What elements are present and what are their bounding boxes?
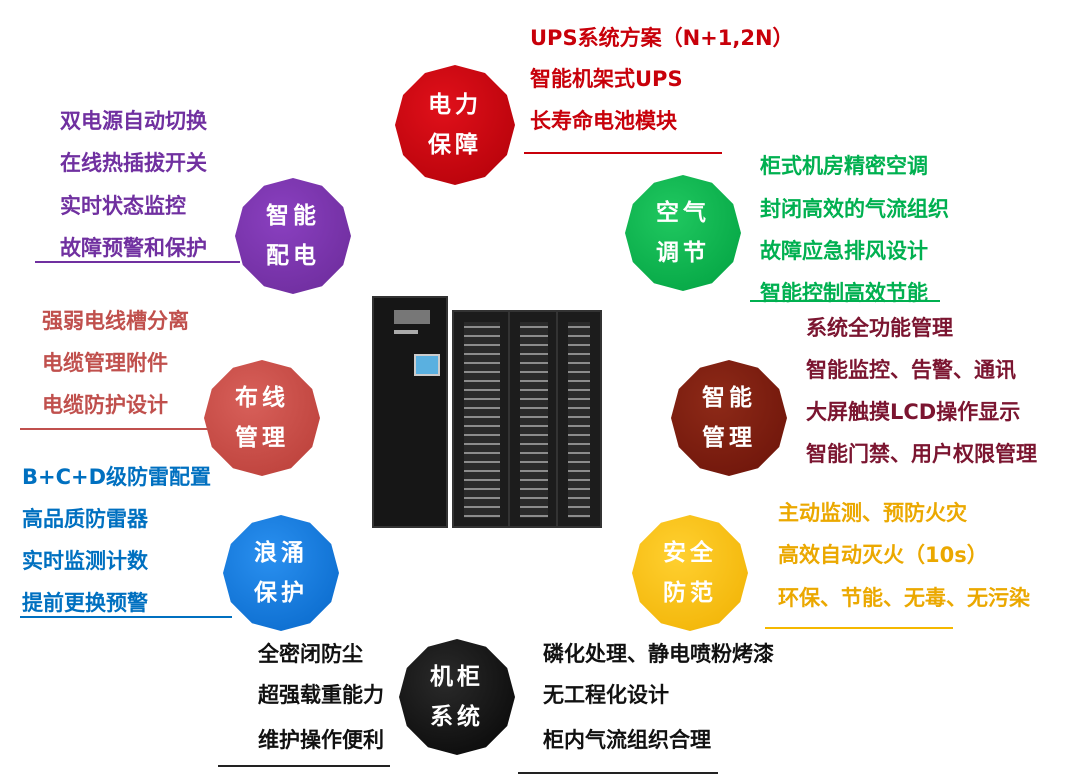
air-item: 封闭高效的气流组织 xyxy=(760,197,949,221)
surge-item: 提前更换预警 xyxy=(22,591,148,615)
badge-power: 电力保障 xyxy=(395,65,515,185)
cabinet-item: 柜内气流组织合理 xyxy=(543,728,711,752)
surge-item: 实时监测计数 xyxy=(22,549,148,573)
power-item: UPS系统方案（N+1,2N） xyxy=(530,26,794,50)
divider xyxy=(35,261,240,263)
cabinet-item: 全密闭防尘 xyxy=(258,642,363,666)
distribution-item: 在线热插拔开关 xyxy=(60,151,207,175)
divider xyxy=(765,627,953,629)
cabling-item: 强弱电线槽分离 xyxy=(42,309,189,333)
management-item: 系统全功能管理 xyxy=(806,316,953,340)
surge-item: B+C+D级防雷配置 xyxy=(22,465,212,489)
badge-label: 布线 xyxy=(235,385,289,411)
management-item: 大屏触摸LCD操作显示 xyxy=(806,400,1021,424)
control-rack xyxy=(372,296,448,528)
server-cabinet-image xyxy=(372,296,602,528)
badge-management: 智能管理 xyxy=(671,360,787,476)
management-item: 智能门禁、用户权限管理 xyxy=(806,442,1037,466)
badge-label: 管理 xyxy=(235,425,289,451)
air-item: 故障应急排风设计 xyxy=(760,239,928,263)
cabling-item: 电缆防护设计 xyxy=(42,393,168,417)
rack xyxy=(452,310,512,528)
management-item: 智能监控、告警、通讯 xyxy=(806,358,1016,382)
divider xyxy=(20,616,232,618)
badge-surge: 浪涌保护 xyxy=(223,515,339,631)
security-item: 高效自动灭火（10s） xyxy=(778,543,988,567)
badge-label: 电力 xyxy=(428,92,482,118)
badge-label: 系统 xyxy=(430,704,484,730)
cabling-item: 电缆管理附件 xyxy=(42,351,168,375)
power-item: 智能机架式UPS xyxy=(530,67,683,91)
air-item: 智能控制高效节能 xyxy=(760,281,928,305)
badge-cabling: 布线管理 xyxy=(204,360,320,476)
badge-label: 智能 xyxy=(266,203,320,229)
divider xyxy=(750,300,940,302)
security-item: 主动监测、预防火灾 xyxy=(778,501,967,525)
security-item: 环保、节能、无毒、无污染 xyxy=(778,586,1030,610)
cabinet-item: 维护操作便利 xyxy=(258,728,384,752)
surge-item: 高品质防雷器 xyxy=(22,507,148,531)
badge-label: 防范 xyxy=(663,580,717,606)
badge-cabinet: 机柜系统 xyxy=(399,639,515,755)
divider xyxy=(20,428,210,430)
badge-distribution: 智能配电 xyxy=(235,178,351,294)
badge-label: 配电 xyxy=(266,243,320,269)
badge-air: 空气调节 xyxy=(625,175,741,291)
power-item: 长寿命电池模块 xyxy=(530,109,677,133)
divider xyxy=(518,772,718,774)
badge-label: 管理 xyxy=(702,425,756,451)
badge-label: 安全 xyxy=(663,540,717,566)
cabinet-item: 磷化处理、静电喷粉烤漆 xyxy=(543,642,774,666)
badge-label: 保障 xyxy=(428,132,482,158)
air-item: 柜式机房精密空调 xyxy=(760,154,928,178)
distribution-item: 故障预警和保护 xyxy=(60,236,207,260)
badge-label: 空气 xyxy=(656,200,710,226)
divider xyxy=(218,765,390,767)
badge-label: 调节 xyxy=(656,240,710,266)
badge-security: 安全防范 xyxy=(632,515,748,631)
distribution-item: 双电源自动切换 xyxy=(60,109,207,133)
lcd-screen-icon xyxy=(414,354,440,376)
distribution-item: 实时状态监控 xyxy=(60,194,186,218)
rack xyxy=(508,310,560,528)
badge-label: 保护 xyxy=(254,580,308,606)
divider xyxy=(524,152,722,154)
badge-label: 智能 xyxy=(702,385,756,411)
cabinet-item: 无工程化设计 xyxy=(543,683,669,707)
badge-label: 机柜 xyxy=(430,664,484,690)
rack xyxy=(556,310,602,528)
badge-label: 浪涌 xyxy=(254,540,308,566)
cabinet-item: 超强载重能力 xyxy=(258,683,384,707)
